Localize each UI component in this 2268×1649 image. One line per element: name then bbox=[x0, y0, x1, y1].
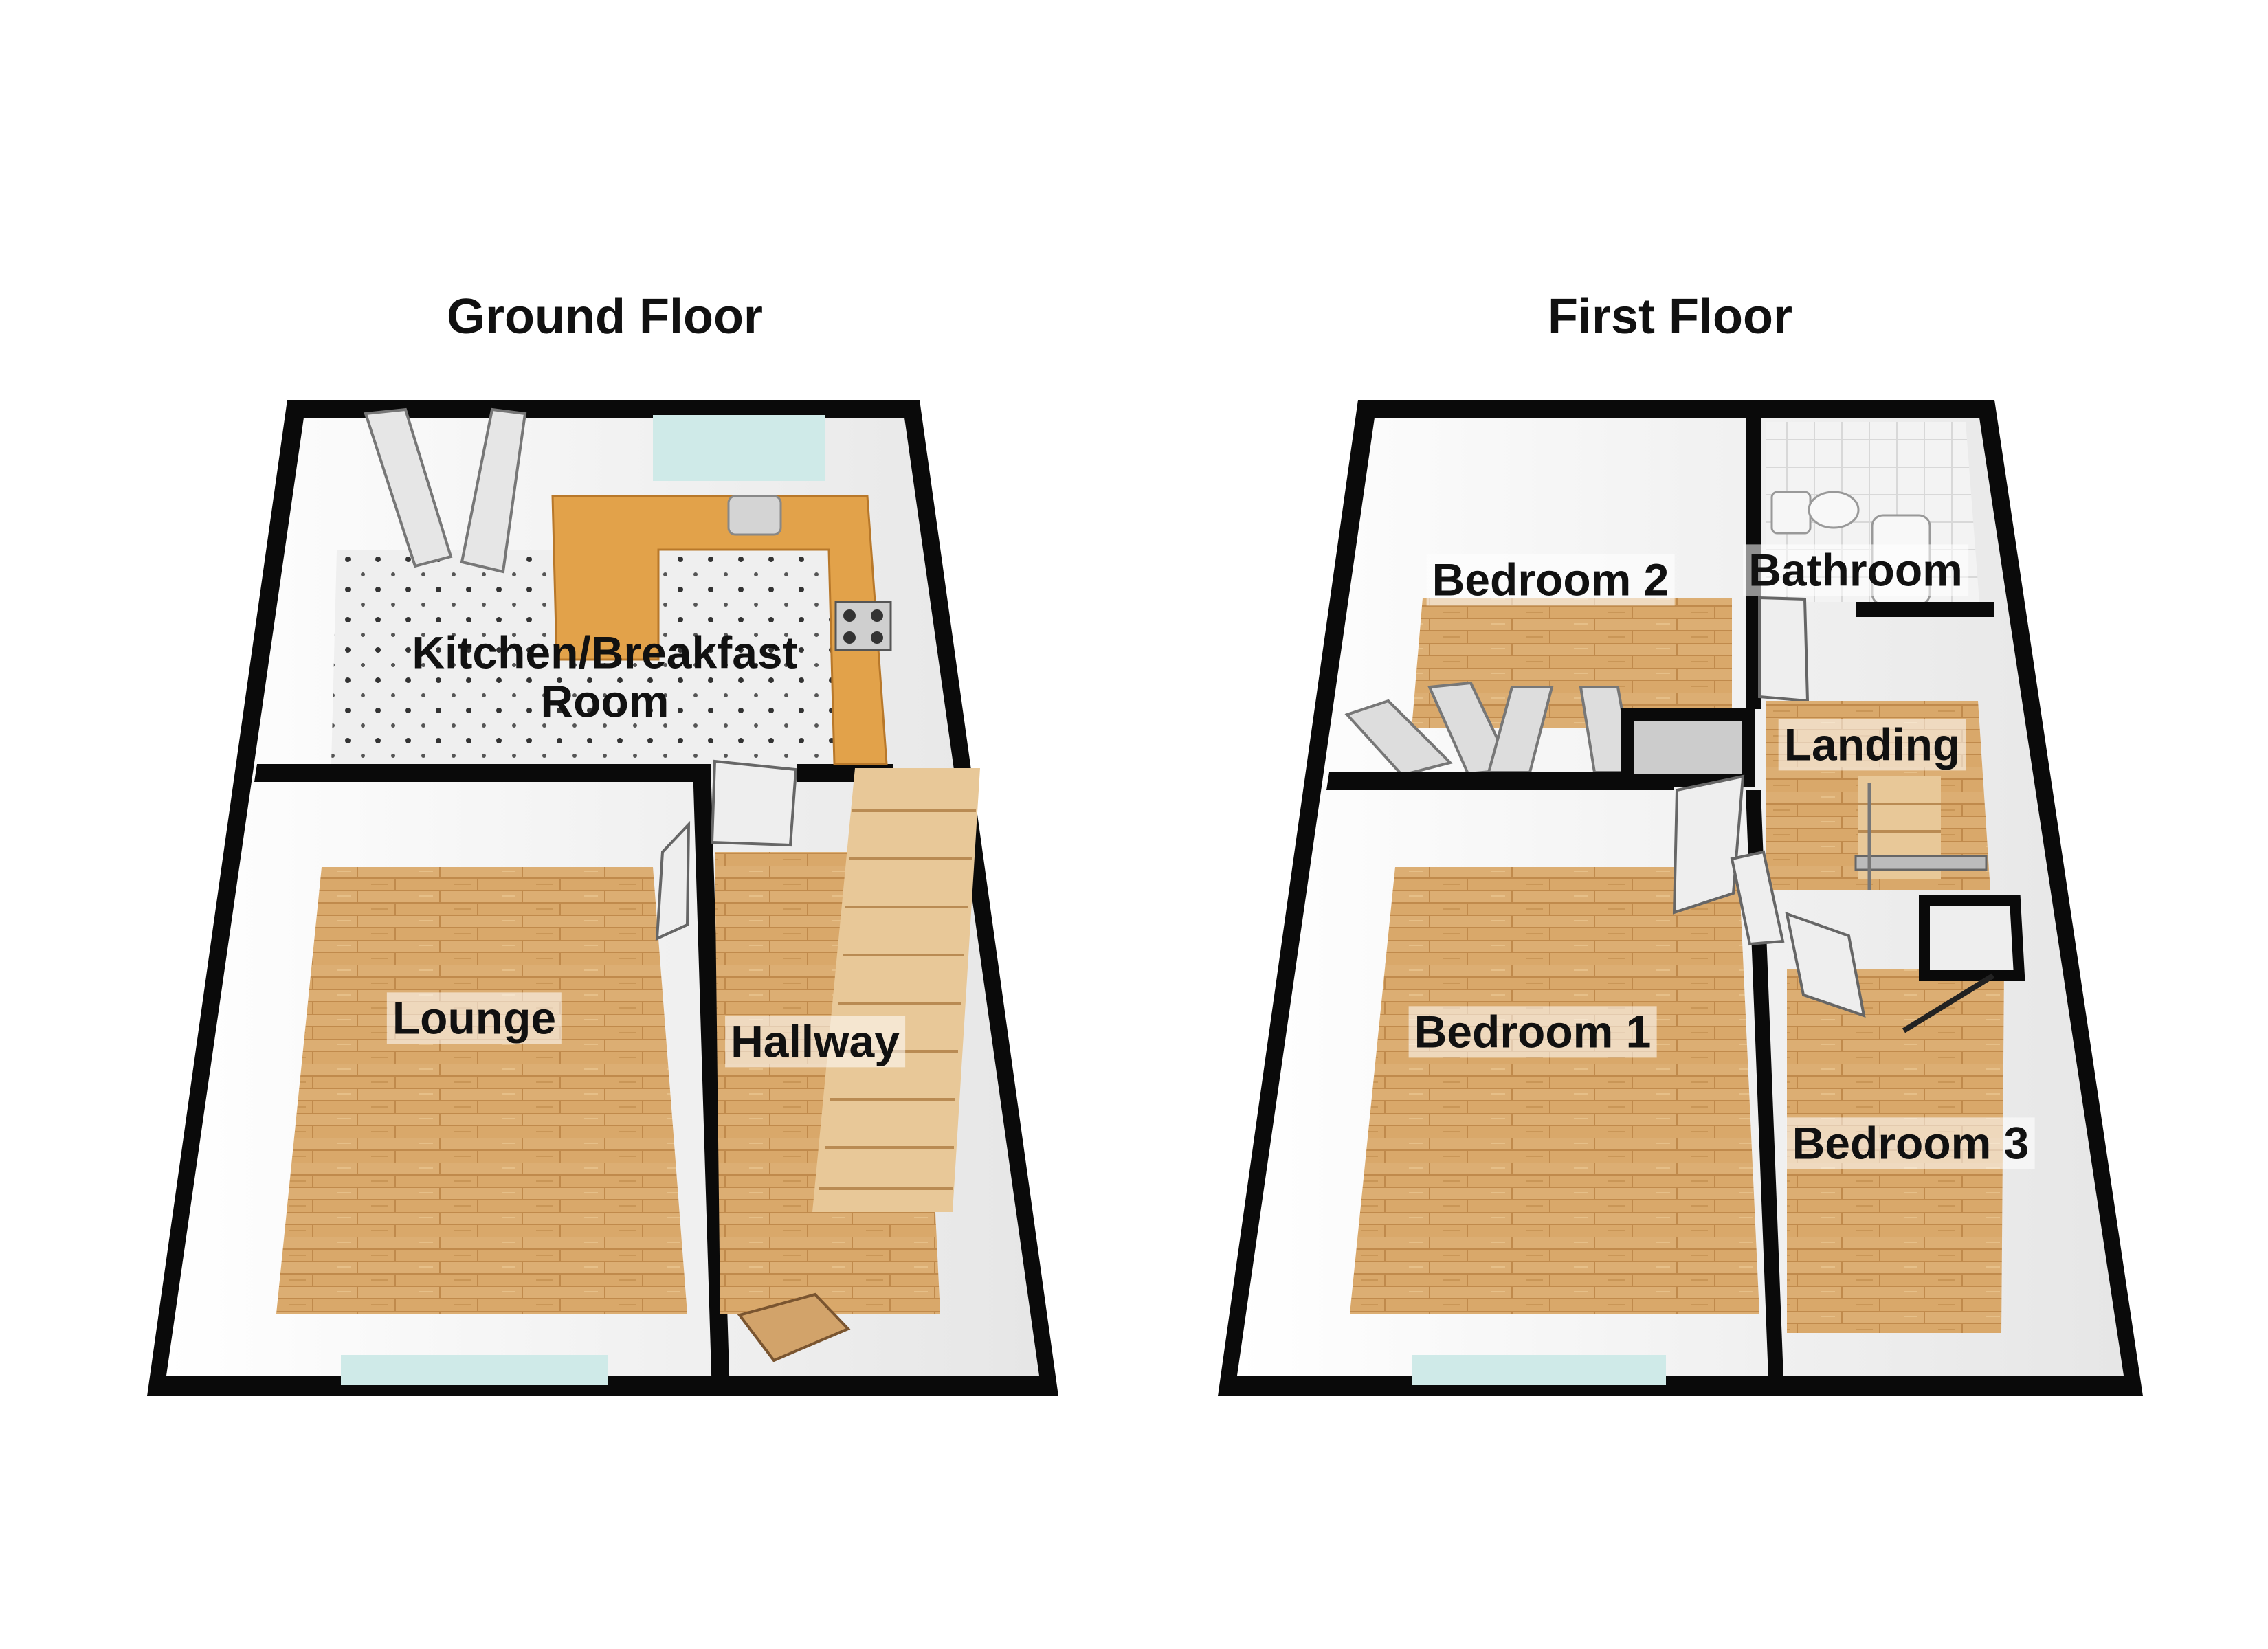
bedroom-1-floor bbox=[1350, 867, 1759, 1314]
room-label-landing: Landing bbox=[1778, 719, 1966, 771]
kitchen-door bbox=[710, 759, 798, 847]
front-door bbox=[737, 1292, 851, 1362]
room-label-bedroom-1: Bedroom 1 bbox=[1408, 1006, 1657, 1058]
patio-doors bbox=[364, 407, 527, 574]
bathroom-wall bbox=[1856, 602, 1994, 617]
kitchen-lounge-wall bbox=[254, 764, 693, 782]
bedroom-1-door-leaf bbox=[1730, 850, 1785, 946]
room-label-bathroom: Bathroom bbox=[1743, 544, 1968, 596]
bedroom-3-cupboard bbox=[1919, 895, 2025, 981]
first-floor-plan bbox=[1218, 400, 2143, 1396]
bedroom-2-bedroom-1-wall bbox=[1326, 772, 1674, 790]
bedroom-2-floor bbox=[1412, 598, 1732, 728]
room-label-bedroom-2: Bedroom 2 bbox=[1426, 554, 1675, 606]
bedroom-3-door bbox=[1785, 911, 1866, 1018]
bath-toilet bbox=[1770, 491, 1812, 535]
ground-floor-plan bbox=[147, 400, 1058, 1396]
cupboard-door bbox=[1902, 973, 1995, 1033]
kitchen-window bbox=[653, 415, 825, 481]
bedroom-1-front-window bbox=[1412, 1355, 1666, 1385]
bath-sink bbox=[1808, 491, 1860, 529]
bathroom-door bbox=[1758, 596, 1810, 703]
kitchen-hob bbox=[834, 601, 892, 651]
staircase bbox=[812, 768, 980, 1212]
ground-floor-title: Ground Floor bbox=[447, 289, 763, 344]
first-floor-title: First Floor bbox=[1548, 289, 1792, 344]
lounge-floor bbox=[276, 867, 687, 1314]
lounge-front-window bbox=[341, 1355, 608, 1385]
room-label-kitchen-breakfast-room: Kitchen/Breakfast Room bbox=[412, 627, 798, 727]
kitchen-worktop bbox=[551, 495, 888, 765]
airing-cupboard bbox=[1621, 708, 1755, 787]
room-label-hallway: Hallway bbox=[725, 1016, 905, 1068]
landing-stair-rail bbox=[1854, 776, 1988, 890]
kitchen-sink bbox=[727, 495, 782, 536]
room-label-bedroom-3: Bedroom 3 bbox=[1786, 1117, 2035, 1169]
room-label-lounge: Lounge bbox=[386, 992, 562, 1044]
lounge-door bbox=[655, 820, 691, 941]
bedroom-1-door bbox=[1672, 774, 1745, 915]
